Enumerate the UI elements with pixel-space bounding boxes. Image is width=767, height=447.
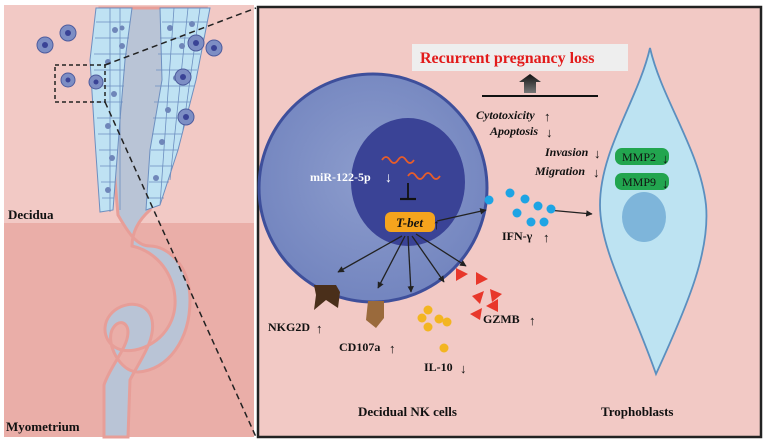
cytotoxicity-up-arrow: ↑ (544, 109, 551, 124)
nkg2d-up-arrow: ↑ (316, 321, 323, 336)
mmp2-badge (615, 148, 669, 165)
label-ifn-gamma: IFN-γ (502, 229, 533, 243)
cd107a-marker (366, 301, 384, 328)
label-cytotoxicity: Cytotoxicity (476, 108, 535, 122)
left-panel: Decidua Myometrium (4, 5, 257, 439)
epithelial-nuclei (105, 21, 195, 193)
label-apoptosis: Apoptosis (489, 124, 538, 138)
gzmb-up-arrow: ↑ (529, 313, 536, 328)
label-mmp9: MMP9 (622, 175, 656, 189)
mirna-strand-2 (407, 172, 441, 180)
nkg2d-receptor (314, 285, 340, 310)
ifn-gamma-up-arrow: ↑ (543, 230, 550, 245)
label-cd107a: CD107a (339, 340, 380, 354)
il10-molecules (417, 305, 452, 353)
label-mirna: miR-122-5p (310, 170, 371, 184)
zoom-box (54, 64, 106, 103)
label-nkg2d: NKG2D (268, 320, 310, 334)
label-invasion: Invasion (544, 145, 589, 159)
outcome-banner (412, 44, 628, 71)
ifn-gamma-molecules (484, 188, 556, 227)
right-panel: Recurrent pregnancy loss miR-122-5p ↓ T-… (256, 5, 763, 439)
mirna-down-arrow: ↓ (385, 171, 392, 186)
zoom-line-top (104, 7, 257, 66)
apoptosis-down-arrow: ↓ (546, 125, 553, 140)
mmp2-down-arrow: ↓ (662, 151, 669, 166)
mmp9-badge (615, 173, 669, 190)
outcome-title: Recurrent pregnancy loss (420, 50, 595, 67)
migration-down-arrow: ↓ (593, 165, 600, 180)
decidual-nk-nuclei (42, 30, 217, 120)
label-gzmb: GZMB (483, 312, 520, 326)
label-decidual-nk-cells: Decidual NK cells (358, 404, 457, 419)
gzmb-granules (456, 268, 502, 320)
mmp9-down-arrow: ↓ (662, 176, 669, 191)
label-migration: Migration (534, 164, 585, 178)
label-tbet: T-bet (396, 215, 423, 230)
tbet-output-arrows (337, 208, 593, 293)
nk-nucleus (351, 118, 465, 246)
invasion-down-arrow: ↓ (594, 146, 601, 161)
trophoblast-nucleus (622, 192, 666, 242)
spiral-artery (98, 6, 208, 439)
label-trophoblasts: Trophoblasts (601, 404, 674, 419)
label-myometrium: Myometrium (6, 419, 80, 434)
outcome-up-arrow (519, 74, 541, 93)
label-decidua: Decidua (8, 207, 54, 222)
il10-down-arrow: ↓ (460, 361, 467, 376)
mirna-strand-1 (381, 156, 415, 164)
tbet-badge (385, 212, 435, 232)
zoom-line-bottom (104, 101, 257, 438)
label-mmp2: MMP2 (622, 150, 656, 164)
label-il10: IL-10 (424, 360, 453, 374)
epithelial-cells (94, 7, 207, 212)
cd107a-up-arrow: ↑ (389, 341, 396, 356)
tbet-up-arrow: ↑ (433, 218, 440, 233)
